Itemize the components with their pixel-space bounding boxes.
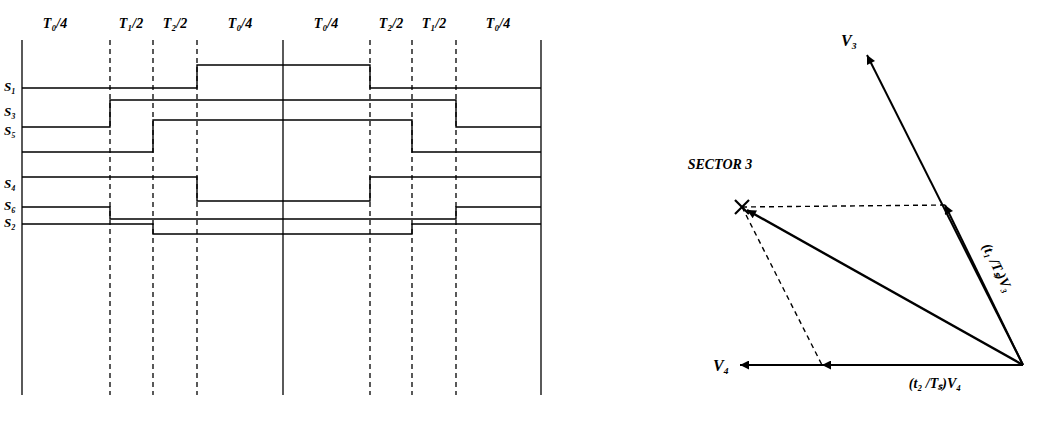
signal-name: S₁ bbox=[4, 80, 16, 93]
signal-name: S₆ bbox=[4, 199, 16, 212]
vector-name: V₄ bbox=[713, 358, 729, 374]
vector-name: V₃ bbox=[841, 33, 857, 49]
signal-name: S₃ bbox=[4, 105, 16, 118]
interval-label: T₀/4 bbox=[314, 17, 338, 31]
vector-label: (t₂ /Tₛ)V₄ bbox=[909, 377, 961, 391]
timing-grid bbox=[22, 40, 541, 395]
interval-label: T₀/4 bbox=[486, 17, 510, 31]
signal-name: S₄ bbox=[4, 177, 16, 190]
signal-name: S₂ bbox=[4, 216, 16, 229]
interval-label: T₂/2 bbox=[163, 17, 187, 31]
interval-label: T₂/2 bbox=[379, 17, 403, 31]
sector-title: SECTOR 3 bbox=[688, 158, 753, 172]
interval-label: T₀/4 bbox=[43, 17, 67, 31]
interval-label: T₁/2 bbox=[119, 17, 143, 31]
switching-waveforms bbox=[22, 65, 541, 234]
signal-name: S₅ bbox=[4, 124, 16, 137]
interval-label: T₁/2 bbox=[422, 17, 446, 31]
interval-label: T₀/4 bbox=[228, 17, 252, 31]
space-vectors bbox=[735, 55, 1023, 365]
